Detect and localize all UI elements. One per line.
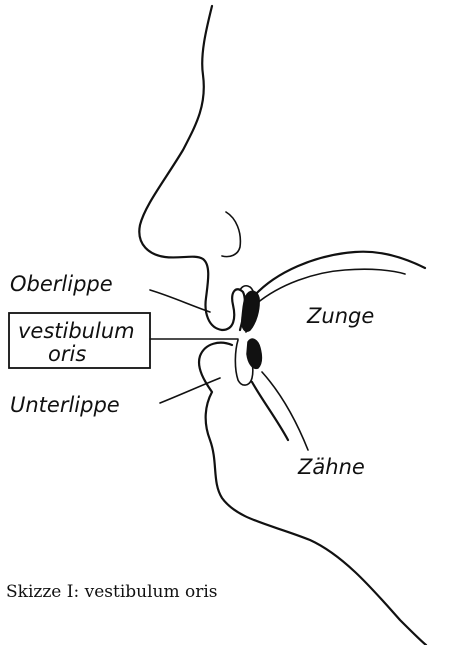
label-zaehne: Zähne [297,455,365,479]
palate-line [254,252,425,296]
face-profile-lower [199,343,426,645]
mouth-floor-line [252,382,288,440]
label-unterlippe: Unterlippe [10,393,120,417]
palate-line-inner [256,269,405,304]
pointer-zaehne [262,372,308,450]
label-vestibulum: vestibulum [18,319,135,343]
pointer-oberlippe [150,290,210,312]
figure-caption: Skizze I: vestibulum oris [6,582,218,602]
nostril [222,212,240,257]
lower-tooth [247,339,261,368]
label-zunge: Zunge [306,304,374,328]
face-profile-upper [139,6,245,330]
label-oris: oris [48,342,86,366]
label-oberlippe: Oberlippe [10,272,113,296]
